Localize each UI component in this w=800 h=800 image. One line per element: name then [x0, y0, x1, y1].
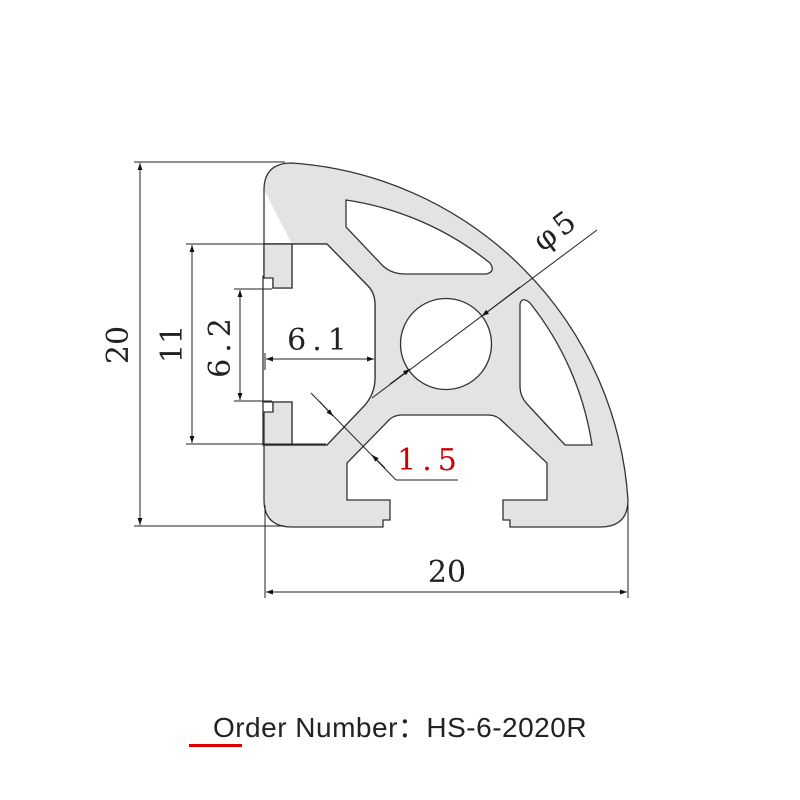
dim-wall-thickness: 1.5 — [397, 443, 463, 478]
order-number-value: HS-6-2020R — [426, 712, 588, 743]
order-number-caption: Order Number：HS-6-2020R — [0, 706, 800, 746]
dim-height-20: 20 — [101, 326, 136, 364]
dim-width-20: 20 — [428, 555, 466, 590]
right-cavity — [519, 299, 593, 446]
top-cavity — [345, 199, 493, 275]
order-number-label: Order Number： — [212, 712, 427, 743]
caption-underline — [189, 744, 242, 747]
center-hole — [399, 297, 493, 391]
dim-slot-height-11: 11 — [155, 325, 190, 363]
dim-slot-opening-6-2: 6.2 — [203, 312, 238, 378]
dim-hole-diameter: φ5 — [527, 202, 586, 259]
dim-slot-depth-6-1: 6.1 — [287, 323, 353, 358]
